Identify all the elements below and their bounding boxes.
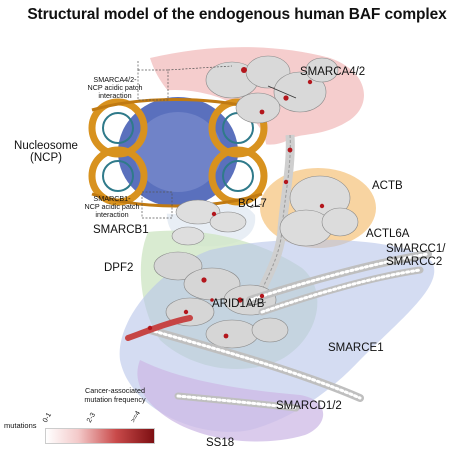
label-actb: ACTB: [372, 180, 403, 192]
label-smarcb1-patch: SMARCB1- NCP acidic patch interaction: [78, 195, 146, 220]
label-nucleosome-line1: Nucleosome: [6, 140, 86, 152]
legend-title-line2: mutation frequency: [60, 396, 170, 405]
label-bcl7: BCL7: [238, 198, 267, 210]
label-smarcc: SMARCC1/ SMARCC2: [386, 243, 445, 269]
label-smarca4-patch-line3: interaction: [78, 92, 152, 100]
label-dpf2: DPF2: [104, 262, 133, 274]
label-smarce1: SMARCE1: [328, 342, 384, 354]
label-nucleosome-line2: (NCP): [6, 152, 86, 164]
label-actl6a: ACTL6A: [366, 228, 409, 240]
label-smarcd12: SMARCD1/2: [276, 400, 342, 412]
legend-color-bar: [45, 428, 155, 444]
label-arid1ab: ARID1A/B: [212, 298, 264, 310]
label-smarcb1: SMARCB1: [93, 224, 149, 236]
label-smarca4-patch: SMARCA4/2- NCP acidic patch interaction: [78, 76, 152, 101]
label-smarcc-line1: SMARCC1/: [386, 243, 445, 256]
label-smarcb1-patch-line3: interaction: [78, 211, 146, 219]
label-nucleosome: Nucleosome (NCP): [6, 140, 86, 164]
label-ss18: SS18: [206, 437, 234, 449]
legend-axis-name: mutations: [4, 421, 37, 430]
label-smarcc-line2: SMARCC2: [386, 256, 445, 269]
legend-title: Cancer-associated mutation frequency: [60, 387, 170, 404]
label-smarca42: SMARCA4/2: [300, 66, 365, 78]
